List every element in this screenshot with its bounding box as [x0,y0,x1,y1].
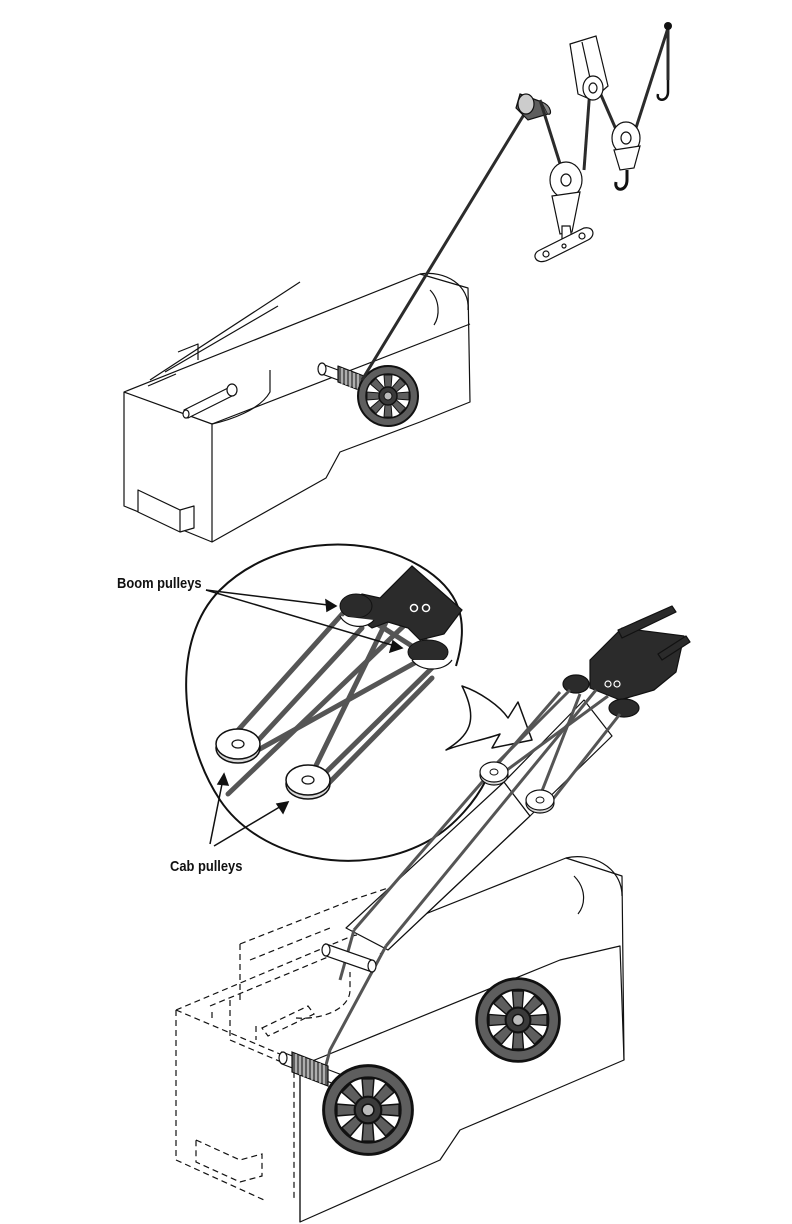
bottom-boom [345,605,691,951]
top-lower-pulley-block [534,161,594,263]
top-hanger-bracket [569,35,609,101]
bottom-boom-strings [320,688,622,1081]
top-crane-cab [123,272,471,543]
cab-pulleys-label: Cab pulleys [170,858,243,875]
top-lift-string [360,107,530,381]
boom-top-plate-icon [342,565,463,641]
top-right-pulley-block [611,121,641,171]
curved-arrow-icon [445,685,533,751]
magnified-pulley-detail [185,543,487,862]
top-string-knot [664,22,672,30]
bottom-rear-wheel-icon [475,977,561,1063]
boom-pulleys-label: Boom pulleys [117,575,202,592]
bottom-boom-pin [321,943,377,973]
bottom-cab-pulley-right-icon [525,789,555,814]
top-pulley-strings [538,27,670,171]
top-wheel-icon [357,365,419,427]
top-hook-icon [614,170,629,191]
bottom-crane-cab [299,856,625,1223]
cab-pulley-right-icon [285,764,331,800]
bottom-front-wheel-icon [322,1064,414,1156]
label-pointer-arrows [205,589,404,847]
bottom-cab-pulley-left-icon [479,761,509,786]
cab-pulley-left-icon [215,728,261,764]
top-boom-spool [515,93,552,121]
top-small-hook-icon [656,80,670,101]
